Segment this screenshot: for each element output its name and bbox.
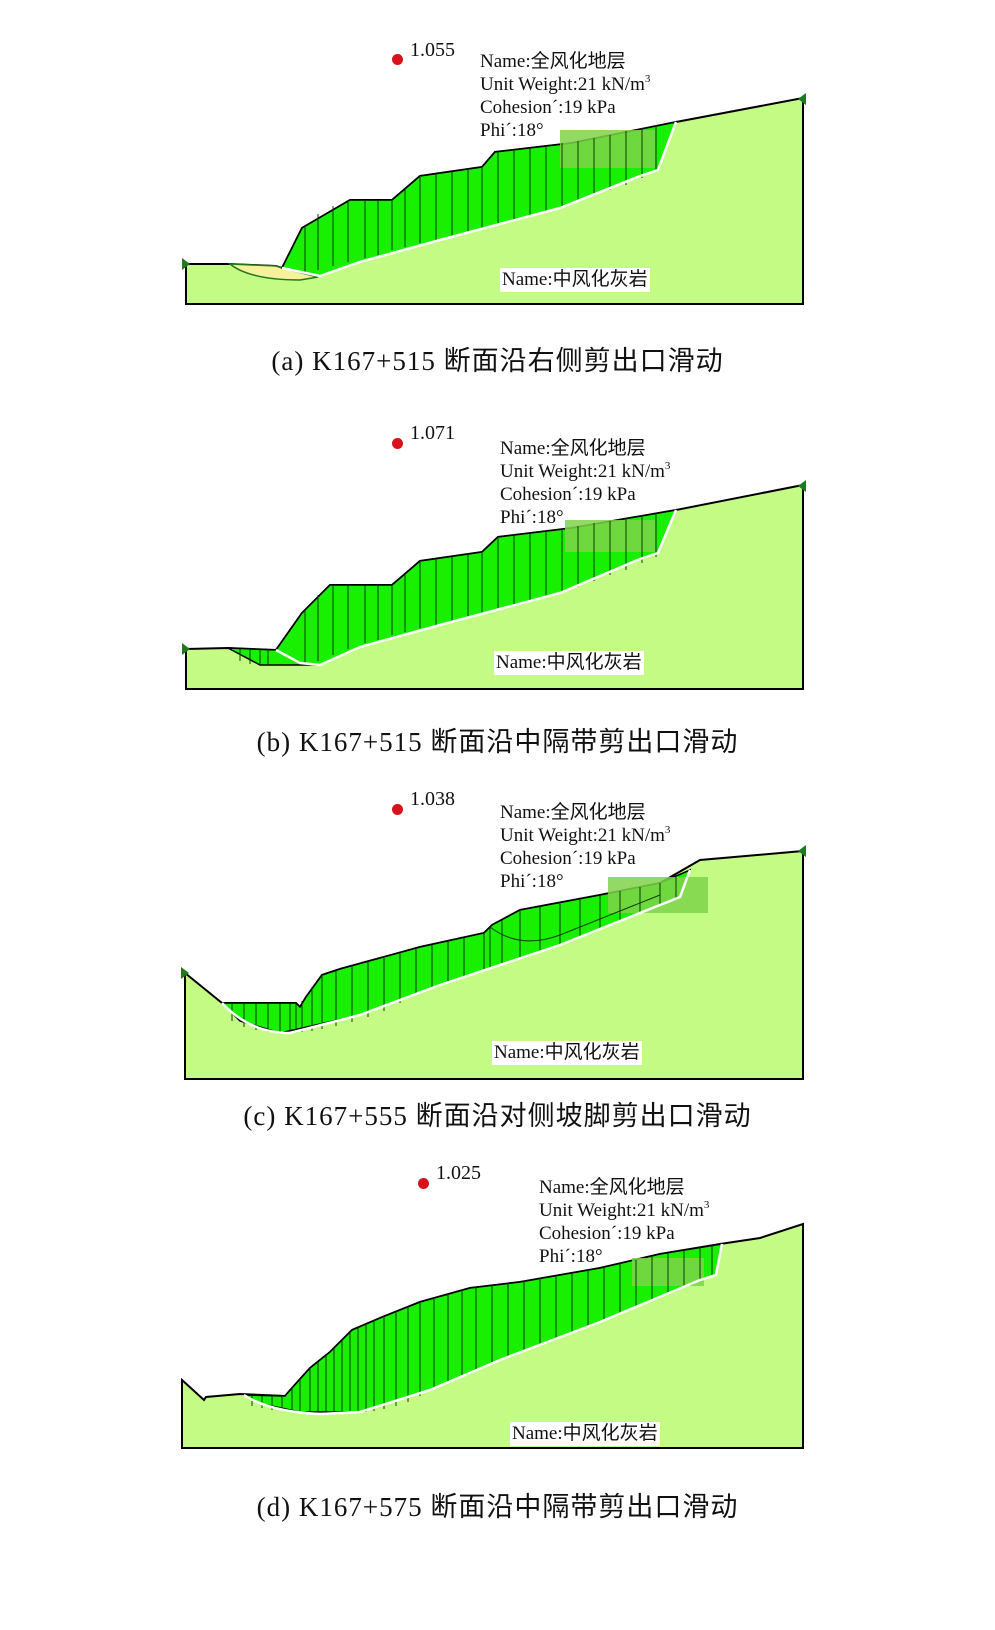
factor-of-safety: 1.071	[410, 422, 455, 444]
caption-c: (c) K167+555 断面沿对侧坡脚剪出口滑动	[243, 1101, 752, 1131]
lower-layer-label: Name:中风化灰岩	[492, 1041, 642, 1065]
boundary-marker-left	[182, 643, 190, 655]
slope-section-d	[181, 1222, 804, 1449]
upper-layer-properties: Name:全风化地层 Unit Weight:21 kN/m3 Cohesion…	[500, 437, 670, 529]
factor-of-safety: 1.025	[436, 1162, 481, 1184]
boundary-marker-right	[798, 93, 806, 105]
boundary-marker-left	[181, 967, 189, 979]
slope-section-a	[182, 93, 806, 305]
fos-marker-icon	[392, 54, 403, 65]
unit-weight: Unit Weight:21 kN/m3	[500, 824, 671, 847]
lower-layer-label: Name:中风化灰岩	[500, 268, 650, 292]
unit-weight: Unit Weight:21 kN/m3	[500, 460, 671, 483]
friction-angle: Phi´:18°	[500, 507, 564, 528]
panel-a: 1.055 Name:全风化地层 Unit Weight:21 kN/m3 Co…	[0, 0, 995, 390]
cohesion: Cohesion´:19 kPa	[539, 1223, 675, 1244]
friction-angle: Phi´:18°	[539, 1246, 603, 1267]
slice-lines	[239, 513, 657, 665]
panel-c: 1.038 Name:全风化地层 Unit Weight:21 kN/m3 Co…	[0, 775, 995, 1145]
boundary-marker-right	[798, 480, 806, 492]
slice-lines	[231, 875, 677, 1033]
caption-a: (a) K167+515 断面沿右侧剪出口滑动	[271, 346, 724, 376]
unit-weight: Unit Weight:21 kN/m3	[480, 73, 651, 96]
slope-section-c	[181, 845, 806, 1080]
upper-layer-properties: Name:全风化地层 Unit Weight:21 kN/m3 Cohesion…	[480, 50, 650, 142]
friction-angle: Phi´:18°	[500, 871, 564, 892]
slip-surface	[281, 121, 678, 278]
layer-name: Name:全风化地层	[500, 802, 646, 823]
panel-b: 1.071 Name:全风化地层 Unit Weight:21 kN/m3 Co…	[0, 385, 995, 775]
layer-name: Name:全风化地层	[539, 1177, 685, 1198]
slip-surface	[221, 869, 692, 1035]
caption-d: (d) K167+575 断面沿中隔带剪出口滑动	[256, 1492, 739, 1522]
unit-weight: Unit Weight:21 kN/m3	[539, 1199, 710, 1222]
caption-b: (b) K167+515 断面沿中隔带剪出口滑动	[256, 727, 739, 757]
slice-lines	[251, 1245, 713, 1412]
mass-texture	[560, 130, 655, 168]
factor-of-safety: 1.055	[410, 39, 455, 61]
fos-marker-icon	[392, 804, 403, 815]
upper-layer-properties: Name:全风化地层 Unit Weight:21 kN/m3 Cohesion…	[539, 1176, 709, 1268]
boundary-marker-left	[182, 258, 190, 270]
upper-layer-properties: Name:全风化地层 Unit Weight:21 kN/m3 Cohesion…	[500, 801, 670, 893]
friction-angle: Phi´:18°	[480, 120, 544, 141]
slip-surface	[243, 1243, 724, 1416]
cohesion: Cohesion´:19 kPa	[500, 848, 636, 869]
lower-layer-label: Name:中风化灰岩	[494, 651, 644, 675]
fos-marker-icon	[392, 438, 403, 449]
cohesion: Cohesion´:19 kPa	[500, 484, 636, 505]
layer-name: Name:全风化地层	[500, 438, 646, 459]
internal-boundary	[489, 894, 661, 942]
fos-marker-icon	[418, 1178, 429, 1189]
slope-section-b	[182, 480, 806, 690]
lower-layer-label: Name:中风化灰岩	[510, 1422, 660, 1446]
slip-surface	[275, 509, 678, 667]
layer-name: Name:全风化地层	[480, 51, 626, 72]
factor-of-safety: 1.038	[410, 788, 455, 810]
cohesion: Cohesion´:19 kPa	[480, 97, 616, 118]
boundary-marker-right	[798, 845, 806, 857]
panel-d: 1.025 Name:全风化地层 Unit Weight:21 kN/m3 Co…	[0, 1150, 995, 1530]
slice-lines	[304, 125, 657, 272]
